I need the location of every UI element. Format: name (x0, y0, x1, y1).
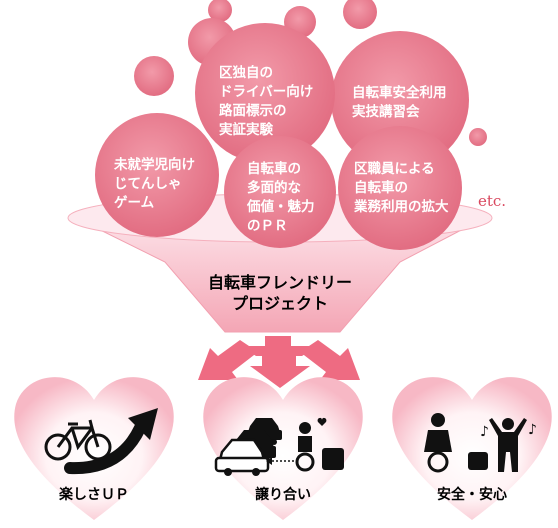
bubble-kids-game (95, 113, 219, 237)
outcome-label-safety: 安全・安心 (437, 487, 507, 503)
decorative-bubbles (134, 0, 487, 146)
heart-right (392, 377, 552, 520)
bubble-value-pr (224, 136, 336, 248)
bubble-driver-signs (195, 23, 335, 163)
bubble-safety-course (331, 31, 469, 169)
cyclist-and-pedestrian-icon: ♪ ♪ (424, 413, 537, 473)
svg-text:♪: ♪ (480, 424, 489, 440)
outcome-label-fun: 楽しさＵＰ (59, 487, 129, 503)
bubble-text-staff-use: 区職員による 自転車の 業務利用の拡大 (354, 161, 449, 215)
bubble-text-kids-game: 未就学児向け じてんしゃ ゲーム (114, 157, 195, 211)
hearts (14, 377, 552, 520)
main-bubbles (95, 23, 469, 250)
svg-text:♪: ♪ (528, 422, 537, 438)
bubble-staff-use (338, 126, 462, 250)
etc-label: etc. (478, 192, 507, 210)
bubble-text-value-pr: 自転車の 多面的な 価値・魅力 のＰＲ (247, 161, 315, 234)
heart-left (14, 377, 174, 520)
bicycle-arrow-icon (44, 408, 158, 475)
heart-center (203, 377, 363, 520)
bubble-text-driver-signs: 区独自の ドライバー向け 路面標示の 実証実験 (219, 65, 314, 138)
arrows (198, 336, 360, 388)
cars-and-cyclist-icon (214, 417, 344, 476)
bubble-text-safety-course: 自転車安全利用 実技講習会 (352, 85, 447, 120)
outcome-label-courtesy: 譲り合い (255, 487, 311, 503)
funnel-title: 自転車フレンドリー プロジェクト (207, 273, 352, 313)
